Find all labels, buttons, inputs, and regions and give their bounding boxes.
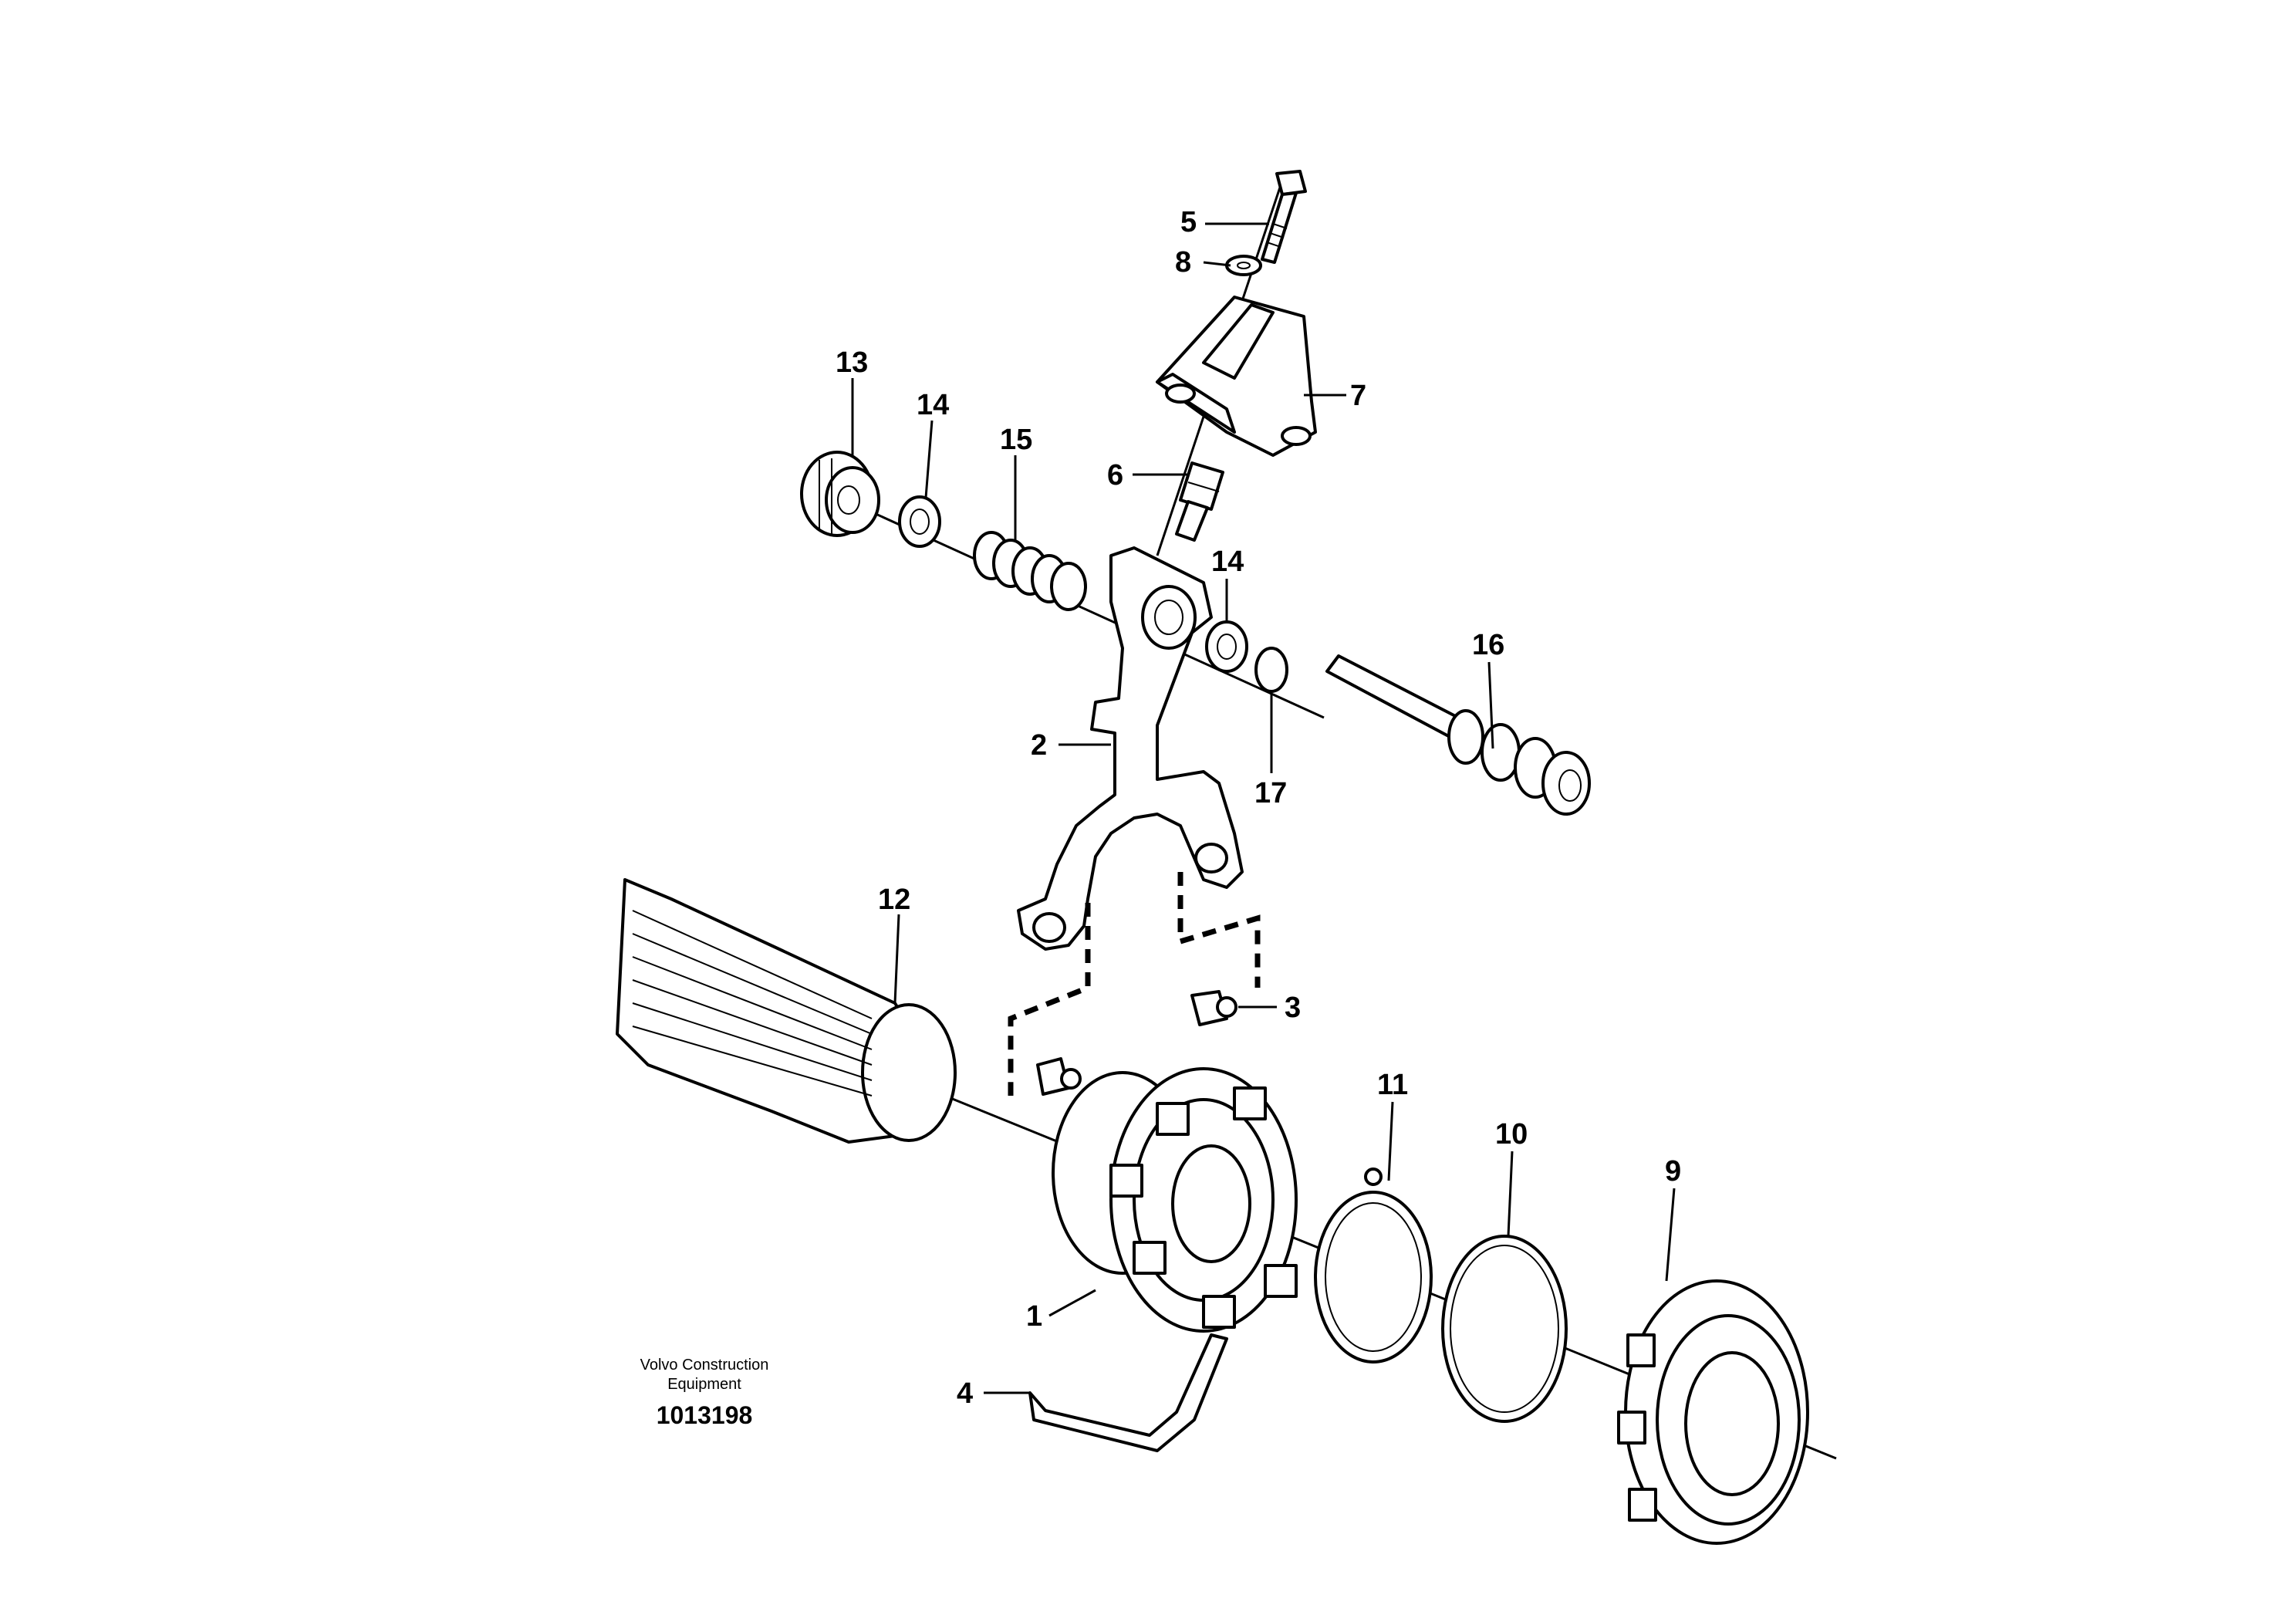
- callout-8: 8: [1175, 246, 1191, 279]
- callout-14-left: 14: [917, 389, 949, 421]
- shoe-pad-parts: [1036, 990, 1237, 1096]
- callout-leaders: [851, 222, 1676, 1394]
- spring-clip-part: [1028, 1333, 1228, 1452]
- sensor-part: [1175, 461, 1224, 542]
- shaft-part: [1325, 654, 1591, 816]
- callout-3: 3: [1285, 992, 1301, 1024]
- credit-line-1: Volvo Construction: [640, 1357, 769, 1374]
- bracket-part: [1156, 296, 1317, 457]
- washer-part: [1225, 255, 1262, 276]
- callout-5: 5: [1180, 206, 1197, 238]
- spring-part: [973, 531, 1087, 611]
- large-o-ring-part: [1441, 1235, 1568, 1423]
- seal-ring-parts: [898, 495, 1248, 673]
- bolt-part: [1261, 170, 1307, 264]
- callout-labels: 5 8 7 6 13 14 15 14 16 17 2 12 3 1 4 11 …: [836, 206, 1681, 1410]
- shift-fork-part: [1017, 546, 1244, 951]
- callout-7: 7: [1350, 380, 1366, 412]
- callout-16: 16: [1472, 629, 1504, 661]
- splined-shaft-part: [616, 878, 957, 1144]
- callout-15: 15: [1000, 424, 1032, 456]
- callout-9: 9: [1665, 1155, 1681, 1188]
- plug-part: [800, 451, 880, 537]
- callout-12: 12: [878, 884, 910, 916]
- o-ring-part: [1254, 647, 1288, 693]
- callout-1: 1: [1026, 1300, 1042, 1333]
- assembly-dashed-lines: [1008, 872, 1261, 1096]
- callout-14-right: 14: [1211, 546, 1244, 578]
- credit-line-2: Equipment: [667, 1376, 741, 1393]
- gear-ring-part: [1617, 1279, 1809, 1545]
- credit-block: Volvo Construction Equipment 1013198: [640, 1357, 769, 1429]
- callout-6: 6: [1107, 459, 1123, 492]
- callout-10: 10: [1495, 1118, 1528, 1151]
- callout-17: 17: [1254, 777, 1287, 809]
- clutch-sleeve-part: [1052, 1067, 1298, 1333]
- document-number: 1013198: [657, 1401, 753, 1429]
- callout-13: 13: [836, 346, 868, 379]
- circlip-part: [1314, 1168, 1433, 1363]
- callout-4: 4: [957, 1377, 973, 1410]
- callout-2: 2: [1031, 729, 1047, 762]
- callout-11: 11: [1377, 1069, 1408, 1101]
